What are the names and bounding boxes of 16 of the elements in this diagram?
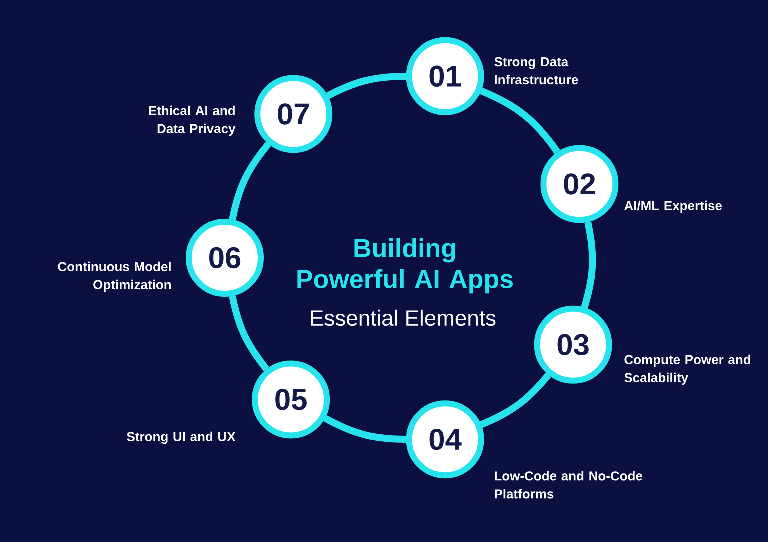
title: Building Powerful AI Apps: [298, 238, 513, 294]
ring-arc: [324, 415, 406, 443]
ring-arc: [229, 142, 272, 220]
ring-arc: [480, 88, 560, 154]
item-label: Strong UI and UX: [127, 432, 236, 444]
item-label: Strong Data Infrastructure: [494, 57, 578, 85]
item-label: Ethical AI and Data Privacy: [149, 106, 236, 136]
item-label: Compute Power and Scalability: [624, 354, 750, 386]
ring-arc: [229, 296, 270, 372]
item-label: AI/ML Expertise: [624, 200, 722, 214]
ring-arc: [480, 372, 552, 428]
subtitle: Essential Elements: [311, 310, 496, 326]
item-label: Low-Code and No-Code Platforms: [495, 471, 643, 499]
ring-arc: [326, 73, 406, 100]
ring-arc: [581, 222, 596, 309]
item-label: Continuous Model Optimization: [58, 262, 171, 292]
